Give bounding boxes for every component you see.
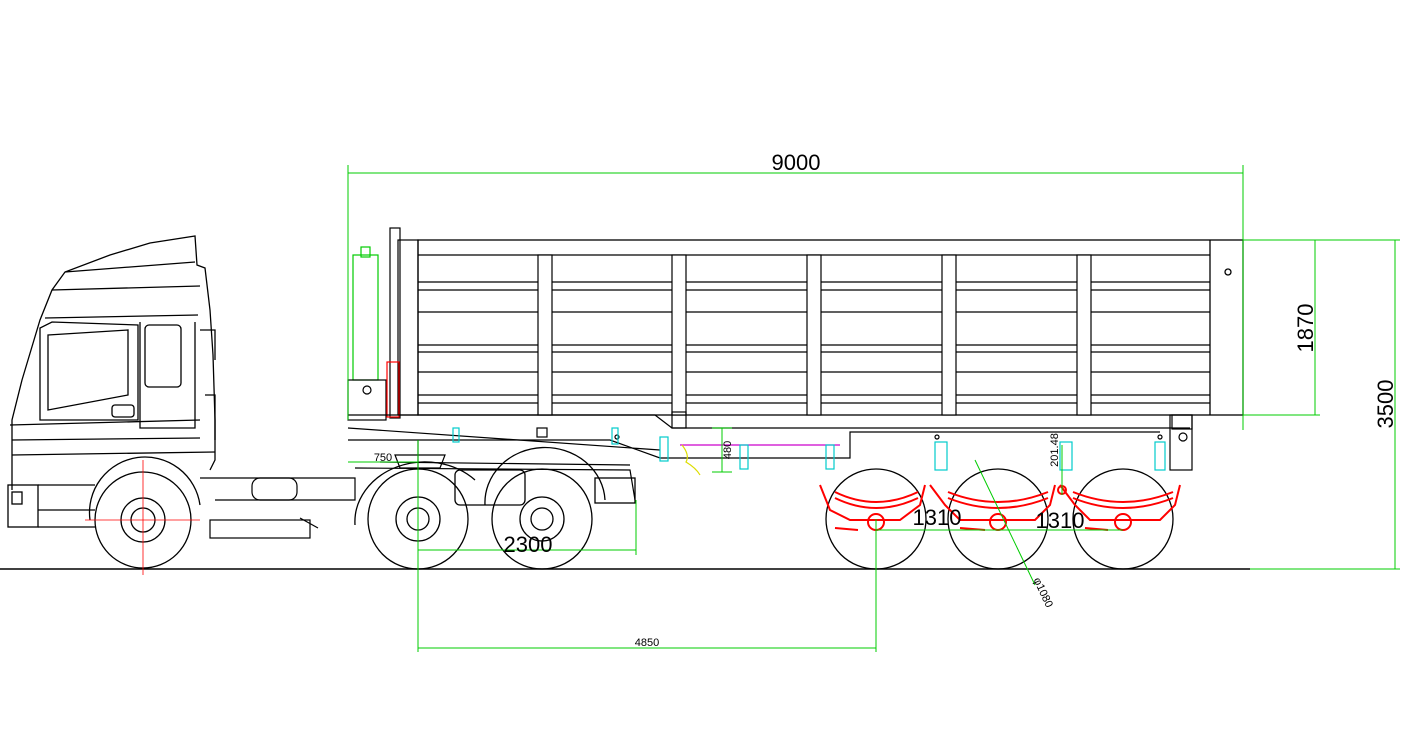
tractor-front-wheel — [88, 456, 201, 569]
tractor-cab — [7, 235, 216, 528]
hydraulic-cylinder — [352, 246, 379, 381]
dim-axle-spacing-1: 1310 — [913, 505, 962, 530]
dim-wheel-diameter: φ1080 — [1031, 576, 1055, 610]
dim-axle-spacing-2: 1310 — [1036, 508, 1085, 533]
dim-kingpin-offset: 750 — [374, 452, 392, 464]
trailer-front-post — [389, 227, 419, 419]
dim-overall-height: 3500 — [1373, 380, 1398, 429]
hidden-brackets — [452, 427, 1166, 471]
trailer-wheels — [825, 468, 1174, 570]
dim-overall-length: 9000 — [772, 150, 821, 175]
dim-tractor-wheelbase: 2300 — [504, 532, 553, 557]
trailer-frame — [347, 411, 1193, 471]
dim-kingpin-to-axle: 4850 — [635, 637, 659, 649]
dim-body-height: 1870 — [1293, 304, 1318, 353]
front-red-bracket — [386, 361, 400, 418]
dim-spring: 201.48 — [1049, 433, 1061, 467]
suspension-leaf-springs — [819, 484, 1181, 531]
electrical-cable — [681, 444, 701, 476]
tipping-hinge — [347, 379, 387, 421]
cargo-body-posts — [537, 254, 1092, 416]
dim-frame-drop: 480 — [722, 441, 734, 459]
tractor-drive-wheels — [354, 446, 636, 570]
front-wheel-centerline — [85, 460, 200, 575]
dimension-lines — [347, 165, 1400, 652]
